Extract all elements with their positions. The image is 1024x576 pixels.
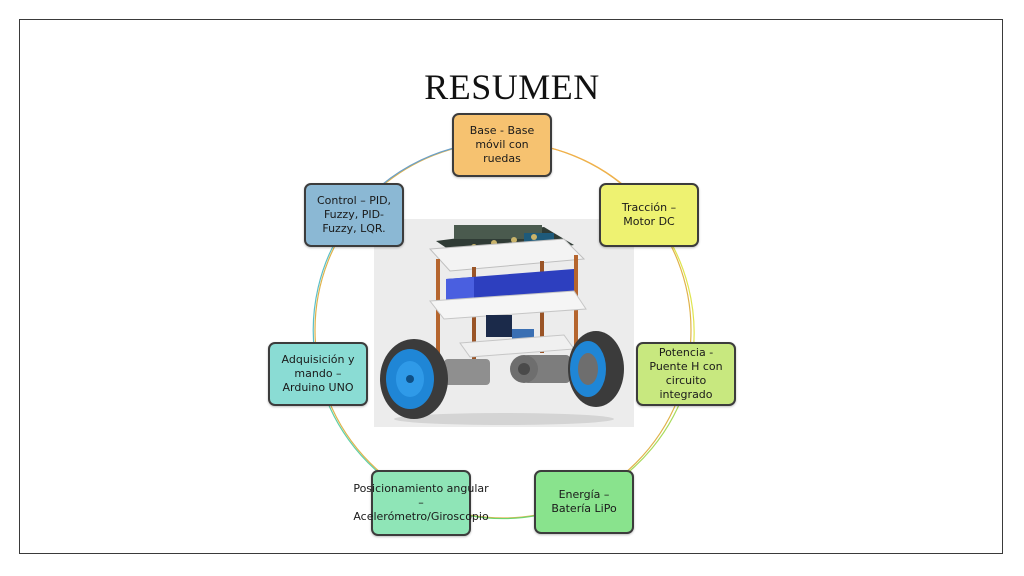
- node-posicion: Posicionamiento angular – Acelerómetro/G…: [353, 470, 489, 536]
- node-energia: Energía – Batería LiPo: [534, 470, 634, 534]
- node-adquisicion: Adquisición y mando – Arduino UNO: [268, 342, 368, 406]
- robot-image: [374, 219, 634, 427]
- node-traccion: Tracción – Motor DC: [599, 183, 699, 247]
- node-base: Base - Base móvil con ruedas: [452, 113, 552, 177]
- node-potencia: Potencia - Puente H con circuito integra…: [636, 342, 736, 406]
- slide-title: RESUMEN: [424, 67, 600, 107]
- node-control: Control – PID, Fuzzy, PID-Fuzzy, LQR.: [304, 183, 404, 247]
